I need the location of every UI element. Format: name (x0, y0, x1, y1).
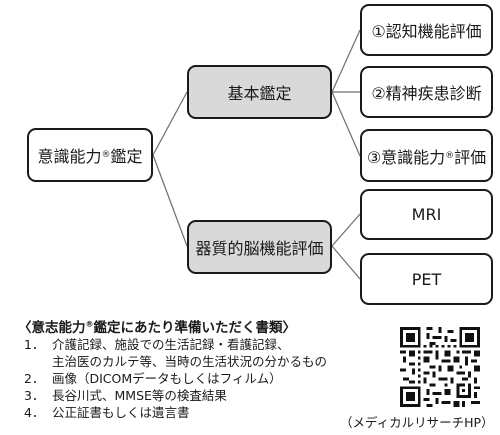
list-item: 4． 公正証書もしくは遺言書 (24, 404, 327, 421)
list-item-number: 2． (24, 371, 45, 386)
root-suffix: 鑑定 (110, 147, 143, 166)
leaf-node-cognitive: ①認知機能評価 (360, 4, 493, 56)
documents-title-suffix: 鑑定にあたり準備いただく書類〉 (93, 320, 297, 336)
branch-label: 基本鑑定 (227, 84, 292, 103)
list-item-text: 画像（DICOMデータもしくはフィルム） (52, 371, 282, 386)
leaf-label: ①認知機能評価 (371, 22, 482, 41)
leaf-suffix: 評価 (454, 147, 487, 167)
list-item-text: 長谷川式、MMSE等の検査結果 (52, 388, 227, 403)
documents-title-prefix: 〈意志能力 (18, 320, 86, 336)
leaf-node-psychiatric: ②精神疾患診断 (360, 66, 493, 118)
list-item-number: 3． (24, 388, 45, 403)
leaf-label: MRI (411, 205, 442, 224)
root-node: 意識能力®鑑定 (27, 128, 153, 182)
list-item: 1． 介護記録、施設での生活記録・看護記録、 主治医のカルテ等、当時の生活状況の… (24, 336, 327, 370)
leaf-label: ②精神疾患診断 (371, 84, 482, 103)
list-item-number: 1． (24, 337, 45, 352)
documents-list: 1． 介護記録、施設での生活記録・看護記録、 主治医のカルテ等、当時の生活状況の… (24, 336, 327, 421)
list-item-text: 公正証書もしくは遺言書 (52, 405, 190, 420)
qr-caption: （メディカルリサーチHP） (340, 415, 494, 430)
leaf-node-mri: MRI (360, 189, 493, 240)
root-label: 意識能力 (37, 147, 102, 166)
qr-code-icon[interactable] (397, 324, 483, 410)
leaf-label: PET (411, 269, 442, 289)
documents-title-registered-mark: ® (85, 319, 94, 329)
documents-title: 〈意志能力®鑑定にあたり準備いただく書類〉 (18, 316, 296, 336)
leaf-node-capacity: ③意識能力®評価 (360, 129, 493, 182)
connector-lines (152, 29, 361, 280)
leaf-label: ③意識能力 (366, 147, 446, 167)
leaf-node-pet: PET (360, 253, 493, 305)
branch-node-basic: 基本鑑定 (187, 65, 332, 119)
branch-label: 器質的脳機能評価 (195, 239, 324, 258)
list-item-text: 主治医のカルテ等、当時の生活状況の分かるもの (52, 354, 328, 369)
branch-node-organic-brain: 器質的脳機能評価 (187, 220, 332, 274)
list-item-text: 介護記録、施設での生活記録・看護記録、 (52, 337, 290, 352)
list-item-number: 4． (24, 405, 45, 420)
list-item: 3． 長谷川式、MMSE等の検査結果 (24, 387, 327, 404)
list-item: 2． 画像（DICOMデータもしくはフィルム） (24, 370, 327, 387)
